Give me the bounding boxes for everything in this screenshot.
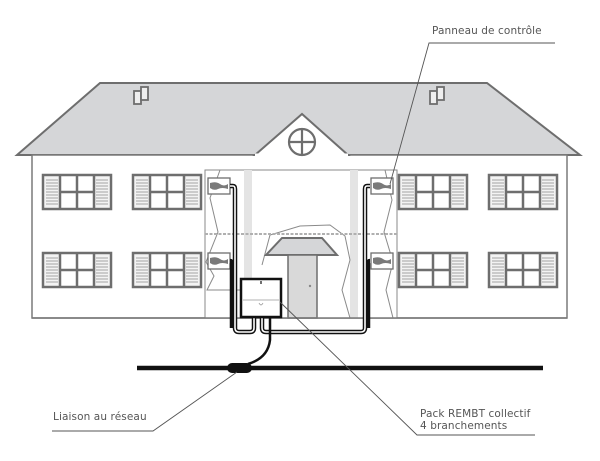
pack-label-line2: 4 branchements [420,420,508,432]
leader-network [52,371,238,432]
network-cable [247,317,272,366]
rembt-pack-box [239,277,283,319]
network-link-label: Liaison au réseau [53,411,147,423]
window [397,173,469,211]
window [487,251,559,289]
leader-control-panel [389,42,555,185]
leader-pack [279,301,535,436]
window [131,173,203,211]
gable-round-window-icon [287,127,317,157]
leader-lines [52,42,555,436]
pack-label-line1: Pack REMBT collectif [420,408,531,420]
meter-panel-icon [207,177,231,195]
window [41,251,113,289]
meter-panel-icon [370,177,394,195]
window [397,251,469,289]
pack-rembt-label: Pack REMBT collectif 4 branchements [420,408,530,432]
window [131,251,203,289]
window [487,173,559,211]
network-junction-icon [227,363,252,373]
meter-panel-icon [207,252,231,270]
cables-inner [230,185,370,333]
entrance [263,237,340,319]
meter-panel-icon [370,252,394,270]
control-panel-label: Panneau de contrôle [432,25,542,37]
window [41,173,113,211]
